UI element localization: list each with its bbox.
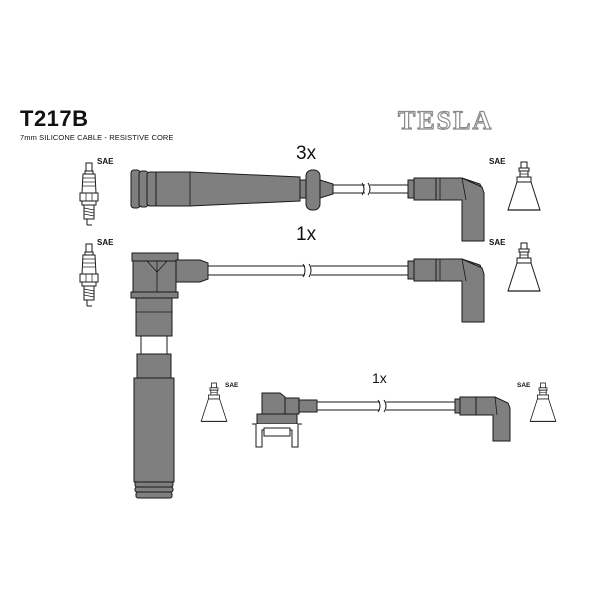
distributor-cap-connector-icon (507, 242, 541, 292)
sae-label-bottom-right: SAE (517, 382, 531, 389)
cable-bottom (317, 399, 455, 413)
quantity-bottom-cable: 1x (372, 370, 387, 386)
brand-logo: TESLA (397, 105, 494, 135)
part-code-title: T217B (20, 106, 89, 131)
cable-spec-subtitle: 7mm SILICONE CABLE - RESISTIVE CORE (20, 133, 174, 142)
cable-middle (208, 263, 408, 278)
straight-boot-top (130, 169, 334, 211)
spark-plug-icon (79, 243, 99, 307)
distributor-cap-connector-icon (200, 382, 228, 422)
angled-boot-middle (407, 258, 485, 323)
angled-boot-top (407, 177, 485, 242)
ignition-coil-connector-icon (130, 252, 209, 499)
distributor-cap-connector-icon (529, 382, 557, 422)
quantity-top-cable: 3x (296, 143, 317, 164)
distributor-cap-connector-icon (507, 161, 541, 211)
angled-boot-bottom (454, 396, 511, 442)
sae-label-plug-middle: SAE (97, 238, 114, 247)
bracket-boot-left (252, 392, 318, 448)
cable-top (333, 182, 408, 196)
quantity-middle-cable: 1x (296, 224, 317, 245)
spark-plug-icon (79, 162, 99, 226)
sae-label-plug-top: SAE (97, 157, 114, 166)
sae-label-boot-top: SAE (489, 157, 506, 166)
sae-label-boot-middle: SAE (489, 238, 506, 247)
sae-label-bottom-left: SAE (225, 382, 239, 389)
